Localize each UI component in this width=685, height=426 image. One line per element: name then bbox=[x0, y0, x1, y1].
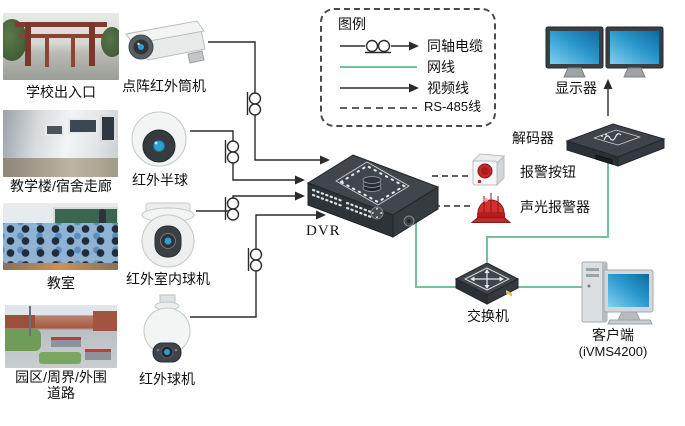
switch-led bbox=[506, 290, 512, 297]
photo-corridor bbox=[3, 110, 118, 177]
photo-campus bbox=[5, 305, 117, 368]
client-label-main: 客户端 bbox=[592, 327, 634, 343]
coax-line-indoor-ptz-to-dvr bbox=[196, 195, 295, 212]
monitors-label: 显示器 bbox=[555, 80, 597, 96]
balun-icon bbox=[246, 92, 262, 116]
coax-line-dome-to-dvr bbox=[190, 130, 295, 181]
bullet-camera-icon bbox=[125, 20, 206, 64]
indoor-ptz-camera-icon bbox=[141, 202, 195, 268]
scene-label-campus: 园区/周界/外围 道路 bbox=[3, 369, 119, 401]
network-switch-icon bbox=[454, 262, 520, 305]
client-label-sub: (iVMS4200) bbox=[578, 344, 648, 360]
dome-camera-icon bbox=[131, 111, 187, 167]
legend-item-rs485: RS-485线 bbox=[424, 99, 482, 114]
alarm-button-icon bbox=[471, 153, 506, 187]
legend-item-network: 网线 bbox=[427, 59, 455, 75]
client-pc-icon bbox=[581, 261, 654, 325]
camera-label-outdoor-ptz: 红外球机 bbox=[139, 371, 195, 387]
dvr-icon bbox=[306, 154, 440, 238]
camera-label-indoor-ptz: 红外室内球机 bbox=[126, 271, 210, 287]
alarm-button-label: 报警按钮 bbox=[520, 164, 576, 180]
switch-label: 交换机 bbox=[467, 308, 509, 324]
legend-line-video bbox=[340, 83, 419, 93]
arrowhead bbox=[295, 175, 305, 185]
arrowhead bbox=[316, 210, 326, 220]
dual-monitor-icon bbox=[545, 26, 664, 78]
network-line-dvr-to-switch bbox=[415, 221, 456, 288]
photo-classroom bbox=[3, 203, 118, 270]
arrowhead bbox=[320, 155, 330, 165]
scene-label-school-entrance: 学校出入口 bbox=[26, 84, 96, 100]
arrowhead bbox=[295, 191, 305, 201]
legend-item-video: 视频线 bbox=[427, 80, 469, 96]
arrowhead bbox=[603, 79, 613, 89]
balun-icon bbox=[224, 197, 240, 221]
network-line-decoder-to-switch bbox=[486, 162, 609, 262]
strobe-siren-icon bbox=[470, 193, 512, 223]
siren-label: 声光报警器 bbox=[520, 199, 590, 215]
legend-item-coax: 同轴电缆 bbox=[427, 38, 483, 54]
scene-label-corridor: 教学楼/宿舍走廊 bbox=[10, 178, 112, 194]
digital-signal-icon bbox=[603, 133, 622, 141]
balun-icon bbox=[247, 248, 263, 272]
client-label: 客户端 (iVMS4200) bbox=[552, 327, 674, 360]
scene-label-campus-line2: 道路 bbox=[47, 385, 75, 402]
balun-icon bbox=[224, 140, 240, 164]
camera-label-bullet: 点阵红外筒机 bbox=[122, 78, 206, 94]
scene-label-campus-line1: 园区/周界/外围 bbox=[15, 369, 107, 385]
legend-line-coax bbox=[340, 39, 419, 54]
scene-label-classroom: 教室 bbox=[47, 275, 75, 291]
photo-school-entrance bbox=[3, 13, 119, 80]
decoder-icon bbox=[565, 123, 666, 167]
dvr-label: DVR bbox=[306, 223, 341, 239]
decoder-label: 解码器 bbox=[512, 130, 554, 146]
outdoor-ptz-camera-icon bbox=[143, 294, 191, 363]
legend-title: 图例 bbox=[338, 16, 366, 32]
camera-label-dome: 红外半球 bbox=[132, 172, 188, 188]
